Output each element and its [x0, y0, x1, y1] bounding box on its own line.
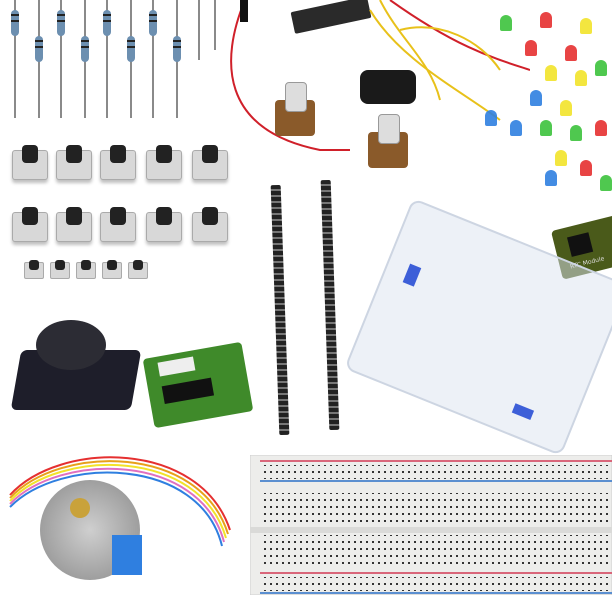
stepper-motor — [40, 480, 142, 580]
potentiometer-2 — [368, 114, 408, 168]
leds — [470, 10, 612, 200]
resistors — [0, 0, 220, 120]
jumper-wires — [230, 0, 530, 151]
joystick-module — [10, 320, 142, 410]
push-buttons — [0, 140, 240, 290]
breadboard — [250, 455, 612, 595]
battery-snap-connector — [360, 70, 416, 104]
pin-header-1 — [270, 184, 290, 436]
pin-header-2 — [320, 179, 340, 431]
motor-wires — [9, 456, 231, 547]
stepper-driver-board — [142, 341, 254, 429]
potentiometer-1 — [275, 82, 315, 136]
